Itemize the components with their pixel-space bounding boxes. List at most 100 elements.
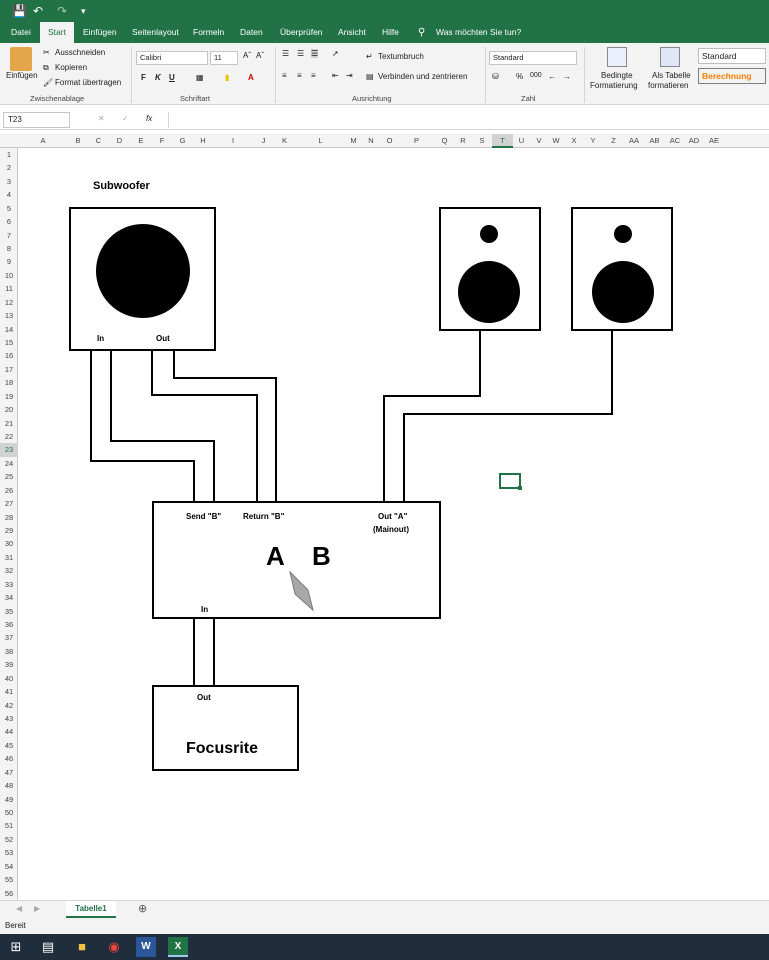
- align-top-icon[interactable]: ☰: [282, 49, 290, 58]
- formula-input[interactable]: [168, 112, 766, 128]
- row-header-18[interactable]: 18: [4, 378, 14, 388]
- row-header-40[interactable]: 40: [4, 673, 14, 683]
- column-header-a[interactable]: A: [40, 136, 46, 145]
- column-header-ad[interactable]: AD: [688, 136, 700, 145]
- row-header-13[interactable]: 13: [4, 311, 14, 321]
- row-header-26[interactable]: 26: [4, 485, 14, 495]
- conditional-format-icon[interactable]: [607, 47, 627, 67]
- currency-icon[interactable]: ⛁: [492, 72, 499, 81]
- row-header-53[interactable]: 53: [4, 848, 14, 858]
- column-header-y[interactable]: Y: [590, 136, 596, 145]
- row-header-27[interactable]: 27: [4, 499, 14, 509]
- row-header-8[interactable]: 8: [6, 244, 12, 253]
- customize-toolbar-icon[interactable]: ▾: [81, 6, 86, 16]
- row-header-2[interactable]: 2: [6, 163, 12, 173]
- grow-font-icon[interactable]: Aˆ: [243, 51, 251, 60]
- borders-icon[interactable]: ▦: [196, 73, 204, 82]
- row-header-1[interactable]: 1: [6, 150, 12, 159]
- tab-seitenlayout[interactable]: Seitenlayout: [132, 27, 179, 37]
- row-header-6[interactable]: 6: [6, 217, 12, 227]
- column-header-z[interactable]: Z: [611, 136, 616, 145]
- tab-formeln[interactable]: Formeln: [193, 27, 225, 37]
- tab-hilfe[interactable]: Hilfe: [382, 27, 400, 37]
- worksheet-grid[interactable]: Subwoofer In Out Send "B" Return "B" Out…: [18, 148, 769, 900]
- format-as-table-icon[interactable]: [660, 47, 680, 67]
- row-header-42[interactable]: 42: [4, 700, 14, 710]
- row-header-29[interactable]: 29: [4, 526, 14, 535]
- row-header-47[interactable]: 47: [4, 767, 14, 777]
- column-header-n[interactable]: N: [368, 136, 374, 145]
- shrink-font-icon[interactable]: Aˇ: [256, 51, 264, 60]
- next-sheet-icon[interactable]: ▶: [34, 904, 41, 913]
- chrome-icon[interactable]: ◉: [108, 939, 120, 954]
- row-header-43[interactable]: 43: [4, 714, 14, 723]
- row-header-10[interactable]: 10: [4, 270, 14, 280]
- column-header-g[interactable]: G: [179, 136, 186, 145]
- row-header-28[interactable]: 28: [4, 512, 14, 522]
- italic-button[interactable]: K: [155, 73, 161, 82]
- decrease-indent-icon[interactable]: ⇤: [332, 71, 339, 80]
- row-header-34[interactable]: 34: [4, 593, 14, 603]
- row-header-41[interactable]: 41: [4, 687, 14, 697]
- excel-icon[interactable]: X: [168, 937, 188, 957]
- tab-ansicht[interactable]: Ansicht: [338, 27, 366, 37]
- enter-icon[interactable]: ✓: [122, 114, 129, 123]
- windows-start-icon[interactable]: ⊞: [10, 939, 22, 954]
- undo-icon[interactable]: ↶: [33, 4, 44, 18]
- fill-color-icon[interactable]: ▮: [225, 73, 230, 82]
- font-name-dropdown[interactable]: Calibri: [136, 51, 208, 65]
- column-header-h[interactable]: H: [200, 136, 206, 145]
- column-header-s[interactable]: S: [479, 136, 485, 145]
- cond-format-label-2[interactable]: Formatierung: [590, 81, 638, 90]
- column-header-c[interactable]: C: [95, 136, 102, 145]
- row-header-37[interactable]: 37: [4, 633, 14, 643]
- row-header-56[interactable]: 56: [4, 888, 14, 898]
- row-header-54[interactable]: 54: [4, 861, 14, 871]
- align-center-icon[interactable]: ≡: [297, 71, 302, 80]
- style-calculation[interactable]: Berechnung: [698, 68, 766, 84]
- column-header-k[interactable]: K: [281, 136, 287, 145]
- row-header-22[interactable]: 22: [4, 432, 14, 441]
- cut-button[interactable]: Ausschneiden: [55, 48, 106, 57]
- tab-einfuegen[interactable]: Einfügen: [83, 27, 117, 37]
- cond-format-label-1[interactable]: Bedingte: [601, 71, 633, 80]
- tab-start[interactable]: Start: [40, 22, 74, 43]
- row-header-24[interactable]: 24: [4, 458, 14, 468]
- row-header-36[interactable]: 36: [4, 620, 14, 629]
- column-header-e[interactable]: E: [138, 136, 144, 145]
- column-header-v[interactable]: V: [536, 136, 542, 145]
- format-painter-button[interactable]: Format übertragen: [55, 78, 122, 87]
- increase-decimal-icon[interactable]: ←: [548, 72, 556, 81]
- row-header-4[interactable]: 4: [6, 190, 12, 200]
- format-as-table-label-2[interactable]: formatieren: [648, 81, 689, 90]
- column-header-r[interactable]: R: [460, 136, 466, 145]
- row-header-17[interactable]: 17: [4, 364, 14, 374]
- row-header-55[interactable]: 55: [4, 875, 14, 885]
- sheet-tab-tabelle1[interactable]: Tabelle1: [66, 901, 116, 918]
- align-middle-icon[interactable]: ☰: [297, 49, 305, 58]
- tab-datei[interactable]: Datei: [11, 27, 31, 37]
- row-header-25[interactable]: 25: [4, 472, 14, 482]
- column-header-u[interactable]: U: [518, 136, 525, 145]
- row-header-52[interactable]: 52: [4, 834, 14, 844]
- row-header-51[interactable]: 51: [4, 821, 14, 831]
- column-header-q[interactable]: Q: [441, 136, 448, 145]
- column-header-w[interactable]: W: [552, 136, 560, 145]
- row-header-33[interactable]: 33: [4, 579, 14, 589]
- file-explorer-icon[interactable]: ■: [78, 939, 86, 954]
- column-header-aa[interactable]: AA: [628, 136, 639, 145]
- prev-sheet-icon[interactable]: ◀: [16, 904, 23, 913]
- row-header-30[interactable]: 30: [4, 539, 14, 549]
- column-header-o[interactable]: O: [386, 136, 393, 145]
- decrease-decimal-icon[interactable]: →: [563, 72, 571, 81]
- name-box[interactable]: T23: [3, 112, 70, 128]
- row-header-46[interactable]: 46: [4, 754, 14, 764]
- column-header-b[interactable]: B: [75, 136, 81, 145]
- font-size-dropdown[interactable]: 11: [210, 51, 238, 65]
- scissors-icon[interactable]: ✂: [43, 48, 50, 57]
- row-header-44[interactable]: 44: [4, 727, 14, 737]
- column-header-x[interactable]: X: [571, 136, 577, 145]
- task-view-icon[interactable]: ▤: [41, 939, 55, 954]
- row-header-38[interactable]: 38: [4, 646, 14, 656]
- row-header-20[interactable]: 20: [4, 405, 14, 415]
